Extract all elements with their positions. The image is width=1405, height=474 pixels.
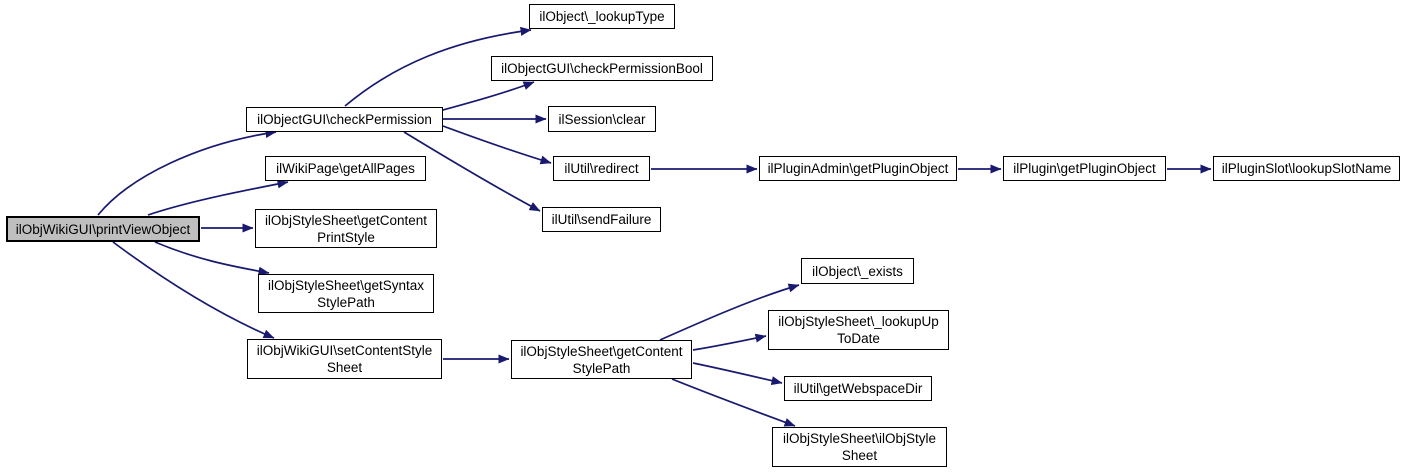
- node-get-all-pages[interactable]: ilWikiPage\getAllPages: [265, 156, 426, 181]
- node-object-exists[interactable]: ilObject\_exists: [801, 258, 914, 284]
- node-plugin-slot-lookup-slot-name[interactable]: ilPluginSlot\lookupSlotName: [1213, 156, 1400, 181]
- node-get-webspace-dir[interactable]: ilUtil\getWebspaceDir: [784, 376, 932, 401]
- node-lookup-up-to-date[interactable]: ilObjStyleSheet\_lookupUp ToDate: [768, 310, 949, 350]
- node-get-content-print-style[interactable]: ilObjStyleSheet\getContent PrintStyle: [255, 209, 437, 248]
- node-set-content-style-sheet[interactable]: ilObjWikiGUI\setContentStyle Sheet: [247, 339, 442, 379]
- edge-check-permission-to-lookup-type: [344, 26, 532, 107]
- edge-get-content-style-path-to-object-exists: [659, 283, 800, 341]
- node-check-permission[interactable]: ilObjectGUI\checkPermission: [246, 107, 443, 132]
- edge-print-view-object-to-check-permission: [97, 129, 277, 216]
- edge-get-content-style-path-to-obj-style-sheet-constructor: [671, 378, 796, 427]
- node-session-clear[interactable]: ilSession\clear: [548, 106, 656, 132]
- node-plugin-admin-get-plugin-object[interactable]: ilPluginAdmin\getPluginObject: [759, 156, 957, 181]
- node-check-permission-bool[interactable]: ilObjectGUI\checkPermissionBool: [491, 56, 713, 81]
- node-get-syntax-style-path[interactable]: ilObjStyleSheet\getSyntax StylePath: [258, 274, 434, 313]
- node-lookup-type[interactable]: ilObject\_lookupType: [529, 4, 675, 29]
- node-plugin-get-plugin-object[interactable]: ilPlugin\getPluginObject: [1003, 156, 1166, 181]
- node-get-content-style-path[interactable]: ilObjStyleSheet\getContent StylePath: [511, 340, 692, 379]
- edge-print-view-object-to-get-syntax-style-path: [154, 241, 270, 276]
- node-print-view-object: ilObjWikiGUI\printViewObject: [6, 216, 200, 242]
- edge-print-view-object-to-set-content-style-sheet: [112, 241, 275, 339]
- edge-check-permission-to-check-permission-bool: [442, 81, 535, 111]
- node-obj-style-sheet-constructor[interactable]: ilObjStyleSheet\ilObjStyle Sheet: [772, 427, 947, 467]
- edge-check-permission-to-util-redirect: [442, 125, 552, 165]
- node-util-send-failure[interactable]: ilUtil\sendFailure: [542, 207, 661, 232]
- edge-get-content-style-path-to-get-webspace-dir: [692, 362, 783, 385]
- edge-get-content-style-path-to-lookup-up-to-date: [692, 333, 767, 351]
- edge-check-permission-to-util-send-failure: [403, 131, 541, 212]
- edge-print-view-object-to-get-all-pages: [147, 179, 289, 216]
- node-util-redirect[interactable]: ilUtil\redirect: [553, 156, 650, 181]
